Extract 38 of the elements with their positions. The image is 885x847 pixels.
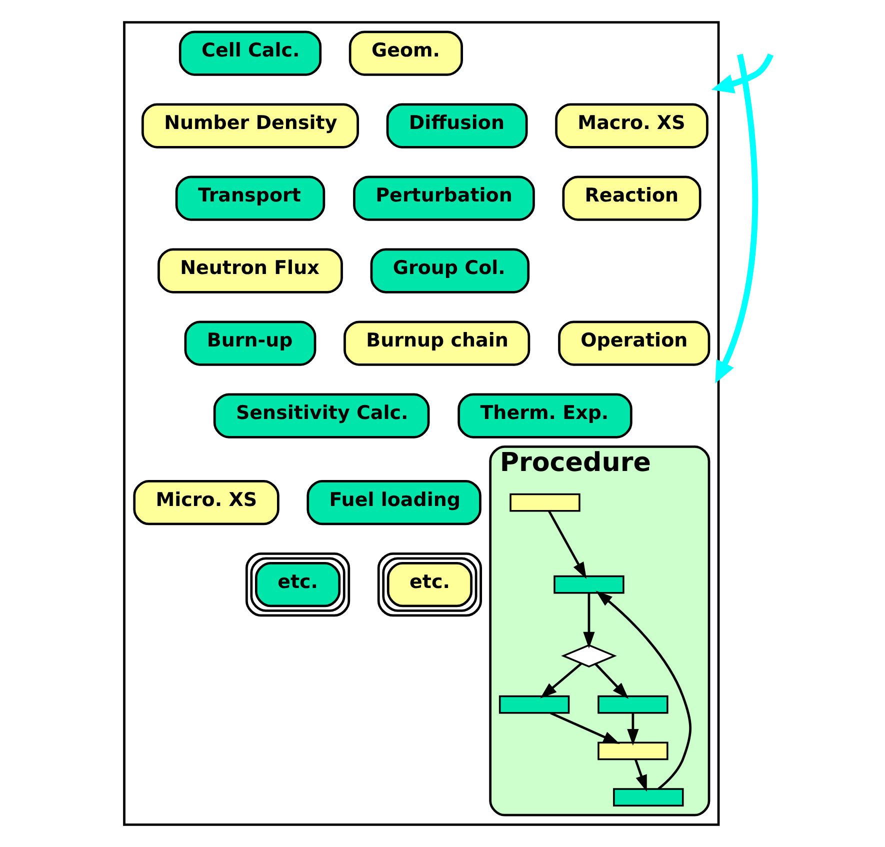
node-diamond [560, 644, 616, 668]
node-box [498, 695, 570, 714]
node-box [612, 788, 684, 806]
node-box: Fuel loading [306, 480, 481, 526]
node-box: etc. [245, 552, 350, 617]
node-box [597, 695, 668, 714]
node-box: Diffusion [386, 103, 528, 148]
node-box [553, 575, 624, 594]
arrow [540, 662, 582, 698]
node-box: Sensitivity Calc. [212, 393, 430, 438]
node-box: Group Col. [370, 248, 530, 294]
node-box: Cell Calc. [178, 30, 322, 76]
node-box: Geom. [348, 30, 462, 76]
node-box: etc. [376, 552, 482, 617]
arrow [595, 590, 692, 790]
node-box: Transport [174, 176, 325, 221]
arrow [626, 713, 638, 746]
node-box: Neutron Flux [157, 248, 342, 294]
node-box [509, 493, 580, 512]
arrow [710, 53, 773, 94]
arrow [594, 663, 628, 699]
cluster [122, 21, 720, 826]
node-box: Perturbation [352, 176, 534, 221]
arrow [550, 712, 620, 744]
node-box: Therm. Exp. [457, 393, 632, 438]
arrow [548, 510, 586, 579]
node-box: Operation [558, 320, 710, 366]
arrow [582, 593, 594, 649]
node-box: Micro. XS [132, 480, 279, 526]
arrow [634, 759, 646, 792]
node-box [597, 742, 668, 760]
arrow [714, 54, 758, 384]
node-box: Macro. XS [554, 103, 708, 148]
node-box: Burnup chain [343, 320, 530, 366]
node-box: Burn-up [184, 320, 316, 366]
cluster: Procedure [488, 445, 710, 816]
node-box: Number Density [141, 103, 358, 148]
node-box: Reaction [562, 176, 701, 221]
